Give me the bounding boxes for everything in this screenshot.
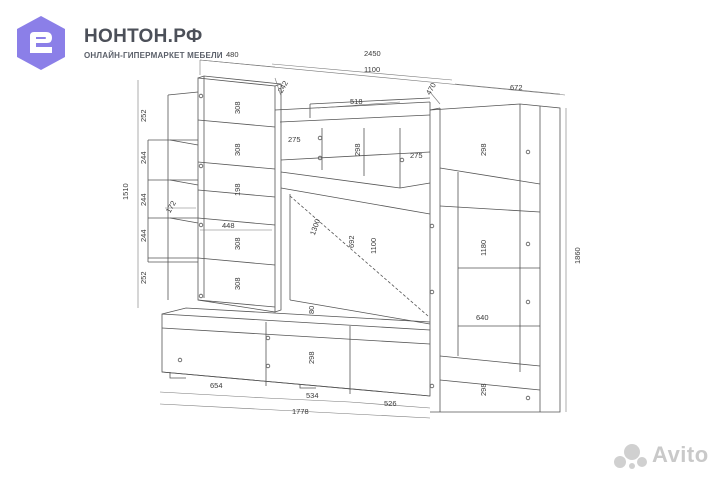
dim-534: 534 — [306, 391, 319, 400]
dim-298-base-center: 298 — [307, 351, 316, 364]
dim-692: 692 — [347, 235, 356, 248]
dim-640: 640 — [476, 313, 489, 322]
dim-1100-top: 1100 — [364, 65, 380, 74]
dim-308-b: 308 — [233, 143, 242, 156]
dim-198: 198 — [233, 183, 242, 196]
dim-470: 470 — [424, 81, 438, 96]
dim-1180: 1180 — [479, 240, 488, 256]
dim-298-base-right: 298 — [479, 383, 488, 396]
dim-252-top: 252 — [139, 109, 148, 122]
dim-298-right-top: 298 — [479, 143, 488, 156]
dim-244-a: 244 — [139, 151, 148, 164]
dim-2450: 2450 — [364, 49, 381, 58]
dim-252-bottom: 252 — [139, 271, 148, 284]
dim-448: 448 — [222, 221, 235, 230]
dim-518: 518 — [350, 97, 363, 106]
dim-244-b: 244 — [139, 193, 148, 206]
avito-watermark: Avito — [652, 442, 709, 467]
dim-275-left: 275 — [288, 135, 301, 144]
dim-480: 480 — [226, 50, 239, 59]
dim-1860: 1860 — [573, 247, 582, 264]
dim-172: 172 — [164, 199, 178, 214]
dim-275-right: 275 — [410, 151, 423, 160]
dim-308-d: 308 — [233, 277, 242, 290]
dim-80: 80 — [307, 306, 316, 314]
dim-242: 242 — [276, 79, 290, 94]
dim-298-center: 298 — [353, 143, 362, 156]
brand-tagline: ОНЛАЙН-ГИПЕРМАРКЕТ МЕБЕЛИ — [84, 51, 223, 60]
dim-1778: 1778 — [292, 407, 309, 416]
dim-1300: 1300 — [308, 218, 322, 237]
dim-244-c: 244 — [139, 229, 148, 242]
dim-526: 526 — [384, 399, 397, 408]
dim-308-a: 308 — [233, 101, 242, 114]
brand-name[interactable]: НОНТОН.РФ — [84, 26, 203, 47]
dim-654: 654 — [210, 381, 223, 390]
brand-logo-icon — [17, 16, 65, 70]
dim-672: 672 — [510, 83, 523, 92]
dim-308-c: 308 — [233, 237, 242, 250]
dim-1510: 1510 — [121, 183, 130, 200]
dim-1100-tv: 1100 — [369, 238, 378, 254]
avito-logo-icon — [614, 444, 647, 469]
